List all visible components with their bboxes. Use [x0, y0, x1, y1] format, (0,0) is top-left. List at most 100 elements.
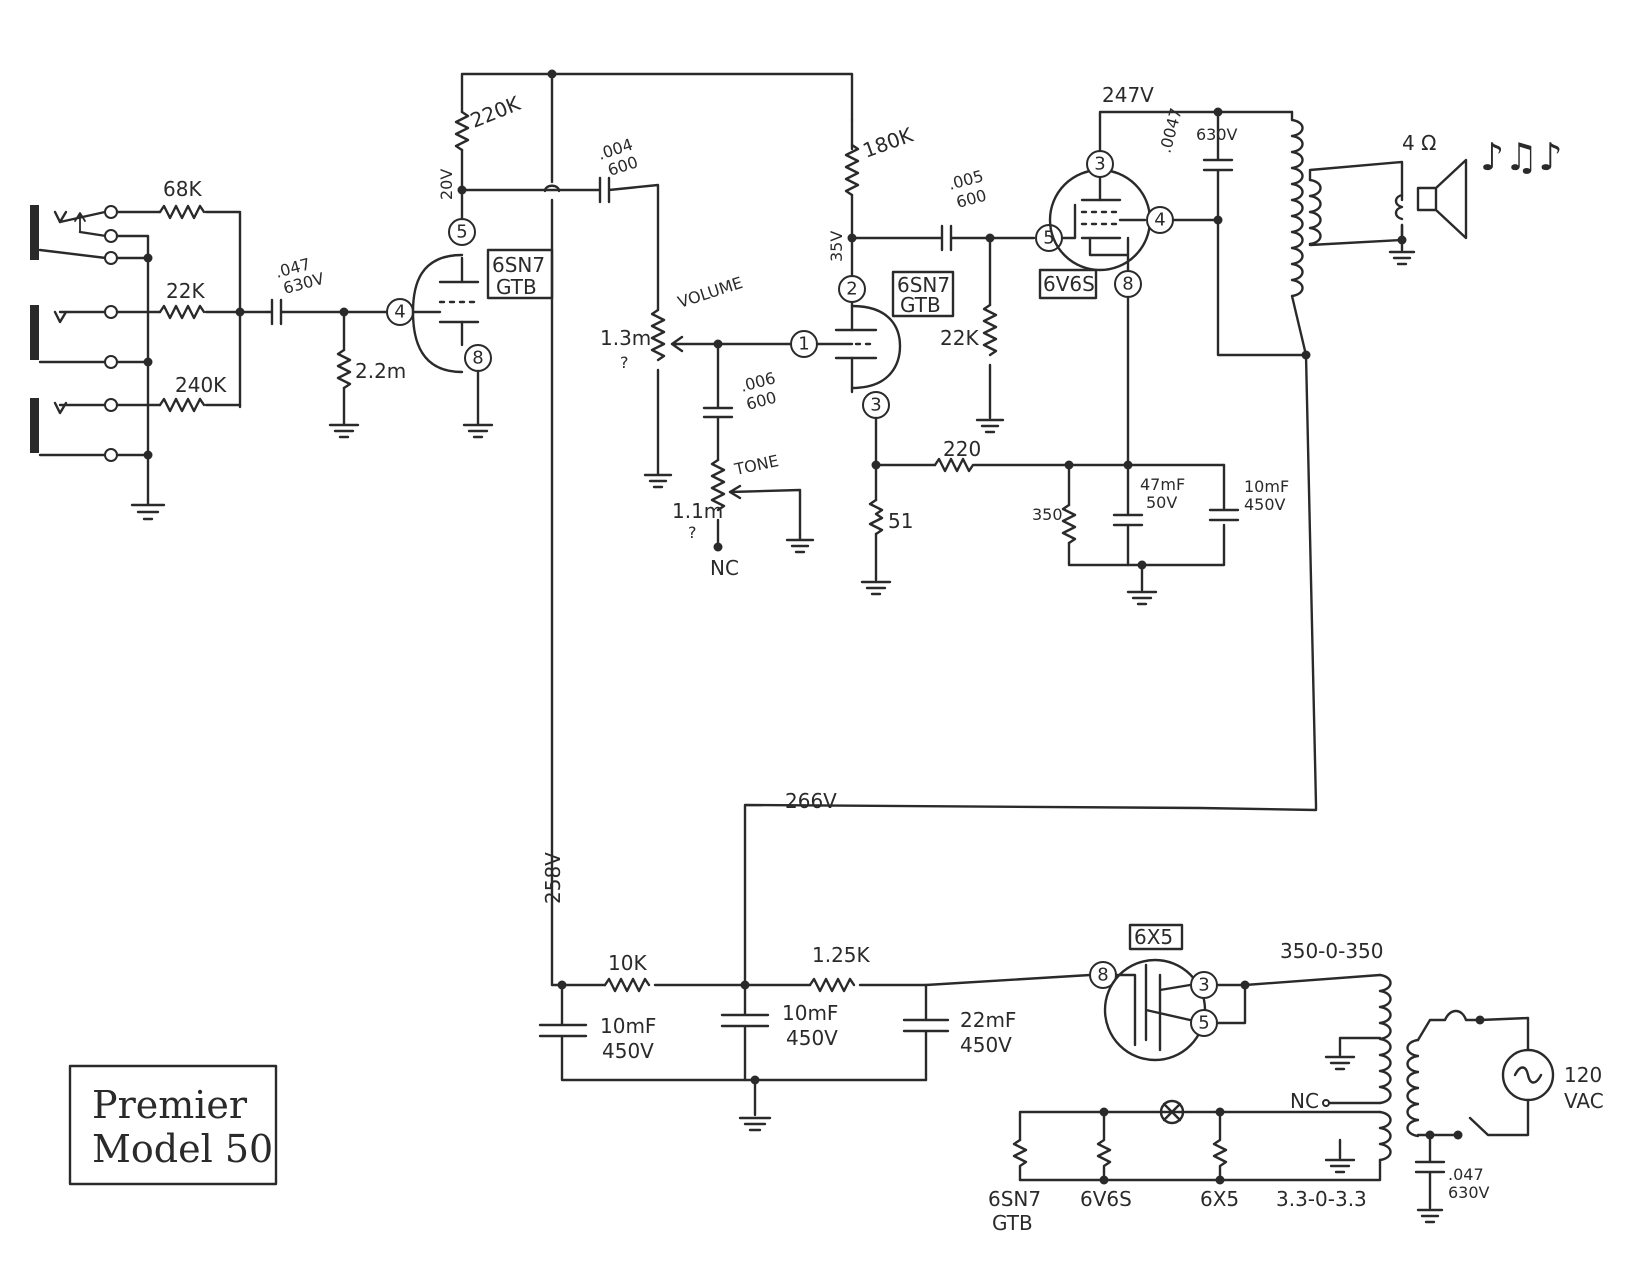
label-pt-nc: NC — [1290, 1089, 1319, 1113]
label-volume-value: 1.3m — [600, 326, 651, 350]
label-c-f3-voltage: 450V — [960, 1033, 1012, 1057]
rect-pin-cathode: 8 — [1097, 965, 1108, 986]
label-r-51: 51 — [888, 509, 913, 533]
label-r-68k: 68K — [163, 177, 202, 201]
resistor-10k — [603, 977, 651, 993]
label-r-220: 220 — [943, 437, 981, 461]
v3-pin-plate: 3 — [1094, 154, 1105, 175]
label-volume-name: VOLUME — [675, 273, 745, 312]
tube-v3-type: 6V6S — [1043, 272, 1095, 296]
label-r-2m2: 2.2m — [355, 359, 406, 383]
tube-v2-type2: GTB — [900, 293, 941, 317]
label-c-47mf-voltage: 50V — [1146, 493, 1177, 512]
label-heater-gtb: GTB — [992, 1211, 1033, 1235]
speaker-icon — [1416, 158, 1468, 240]
power-transformer — [1378, 973, 1420, 1162]
resistor-220 — [933, 457, 975, 473]
label-r-240k: 240K — [175, 373, 227, 397]
tube-rect-label-box — [1128, 923, 1184, 951]
label-heater-6sn7: 6SN7 — [988, 1187, 1041, 1211]
label-tone-note: ? — [688, 523, 697, 542]
tube-v1-envelope — [411, 253, 464, 374]
rect-pin-plate1: 3 — [1198, 975, 1209, 996]
resistor-180k — [844, 143, 860, 197]
label-volume-note: ? — [620, 353, 629, 372]
resistor-220k — [454, 110, 470, 152]
v1-pin-grid: 4 — [394, 302, 405, 323]
input-jack-1 — [30, 205, 39, 260]
tube-rect-type: 6X5 — [1134, 925, 1173, 949]
v1-pin-cathode: 8 — [472, 348, 483, 369]
label-mains-line1: 120 — [1564, 1063, 1602, 1087]
volume-pot — [650, 308, 666, 362]
label-c-line-voltage: 630V — [1448, 1183, 1490, 1202]
pilot-lamp-icon — [1159, 1099, 1185, 1125]
tube-v2-type: 6SN7 — [897, 273, 950, 297]
label-v1-plate-voltage: 20V — [437, 169, 456, 200]
resistor-51 — [868, 498, 884, 536]
input-jack-3 — [30, 398, 39, 453]
label-tone-name: TONE — [732, 451, 780, 479]
label-c-f2-value: 10mF — [782, 1001, 838, 1025]
label-c-0047-voltage: 630V — [1196, 125, 1238, 144]
v3-pin-cathode: 8 — [1122, 274, 1133, 295]
tube-v3-label-box — [1038, 268, 1098, 300]
label-v2-plate-voltage: 35V — [827, 231, 846, 262]
resistor-1k25 — [808, 977, 856, 993]
title-line-2: Model 50 — [92, 1127, 273, 1171]
label-c-10mf-voltage: 450V — [1244, 495, 1286, 514]
ground-symbol — [130, 498, 166, 521]
label-r-180k: 180K — [860, 122, 917, 162]
v2-pin-plate: 2 — [846, 279, 857, 300]
label-tone-nc: NC — [710, 556, 739, 580]
label-c-10mf-value: 10mF — [1244, 477, 1289, 496]
output-transformer — [1290, 110, 1404, 357]
v2-pin-cathode: 3 — [870, 395, 881, 416]
label-c-f3-value: 22mF — [960, 1008, 1016, 1032]
resistor-22k — [158, 304, 206, 320]
resistor-350 — [1061, 503, 1077, 545]
label-heater-6v6s: 6V6S — [1080, 1187, 1132, 1211]
label-heater-6x5: 6X5 — [1200, 1187, 1239, 1211]
input-jacks — [30, 205, 118, 462]
input-jack-2 — [30, 305, 39, 360]
label-c-f1-value: 10mF — [600, 1014, 656, 1038]
label-c-line-value: .047 — [1448, 1165, 1484, 1184]
label-v3-plate-voltage: 247V — [1102, 83, 1154, 107]
label-pt-fil: 3.3-0-3.3 — [1276, 1187, 1367, 1211]
label-b-plus-258v: 258V — [541, 852, 565, 904]
label-speaker-impedance: 4 Ω — [1402, 131, 1436, 155]
label-c-47mf-value: 47mF — [1140, 475, 1185, 494]
tone-pot — [710, 458, 726, 512]
label-r-220k: 220K — [467, 91, 524, 133]
resistor-240k — [158, 397, 206, 413]
resistor-2m2 — [336, 348, 352, 390]
v2-pin-grid: 1 — [798, 334, 809, 355]
tube-v1-type: 6SN7 — [492, 253, 545, 277]
label-c-f1-voltage: 450V — [602, 1039, 654, 1063]
label-r-1k25: 1.25K — [812, 943, 871, 967]
resistor-22k-grid — [982, 303, 998, 357]
label-r-10k: 10K — [608, 951, 647, 975]
label-c-f2-voltage: 450V — [786, 1026, 838, 1050]
title-line-1: Premier — [92, 1083, 248, 1127]
v3-pin-grid: 5 — [1043, 228, 1054, 249]
resistor-68k — [158, 204, 206, 220]
tube-v2-envelope — [850, 304, 902, 390]
v1-pin-plate: 5 — [456, 222, 467, 243]
label-r-22k: 22K — [166, 279, 205, 303]
music-notes-icon: ♪♫♪ — [1480, 135, 1563, 179]
title-box — [68, 1064, 278, 1186]
label-mains-line2: VAC — [1564, 1089, 1604, 1113]
label-c-0047-value: .0047 — [1156, 106, 1186, 155]
label-r-350: 350 — [1032, 505, 1063, 524]
label-tone-value: 1.1m — [672, 499, 723, 523]
v3-pin-screen: 4 — [1154, 210, 1165, 231]
label-b-plus-266v: 266V — [785, 789, 837, 813]
rect-pin-plate2: 5 — [1198, 1013, 1209, 1034]
label-pt-hv: 350-0-350 — [1280, 939, 1384, 963]
label-r-22k-grid: 22K — [940, 326, 979, 350]
tube-v1-type2: GTB — [496, 275, 537, 299]
tube-v2-label-box — [891, 270, 955, 318]
